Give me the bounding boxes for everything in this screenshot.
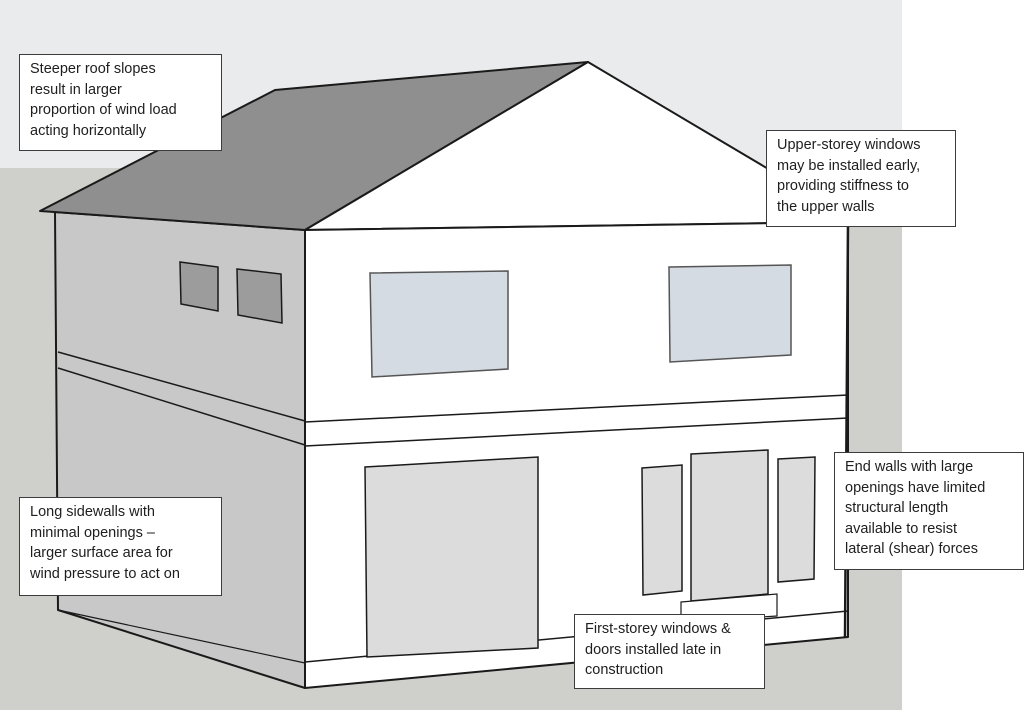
callout-line: lateral (shear) forces [845,541,978,557]
front-door [690,449,769,602]
side-wall-band-lower [57,367,306,446]
callout-end-walls: End walls with large openings have limit… [834,452,1024,570]
callout-line: First-storey windows & [585,621,731,637]
callout-line: result in larger [30,81,122,98]
callout-line: Upper-storey windows [777,137,921,153]
callout-first-storey: First-storey windows & doors installed l… [574,614,765,689]
front-band-lower [304,417,849,447]
callout-upper-windows: Upper-storey windows may be installed ea… [766,130,956,227]
callout-line: minimal openings – [30,524,155,541]
callout-line: the upper walls [777,198,875,215]
callout-line: available to resist [845,520,958,537]
upper-window-right [668,264,792,363]
callout-line: construction [585,662,664,678]
callout-line: proportion of wind load [30,102,177,118]
upper-window-left [369,270,509,378]
callout-sidewalls: Long sidewalls with minimal openings – l… [19,497,222,596]
sidelight-right [777,456,816,583]
callout-line: Long sidewalls with [30,504,155,520]
callout-line: structural length [845,500,949,516]
side-wall-band-upper [57,351,306,422]
callout-line: openings have limited [845,479,986,496]
callout-line: larger surface area for [30,545,173,561]
callout-line: End walls with large [845,459,974,475]
sidelight-left [641,464,683,596]
front-band-upper [304,394,849,423]
right-margin [902,0,1024,710]
garage-door [364,456,539,658]
callout-line: doors installed late in [585,641,722,658]
callout-line: may be installed early, [777,157,921,174]
side-window-right [236,268,283,324]
side-wall-base [57,609,306,664]
callout-line: acting horizontally [30,122,147,139]
callout-line: providing stiffness to [777,178,909,194]
callout-line: Steeper roof slopes [30,61,156,77]
side-window-left [179,261,219,312]
callout-line: wind pressure to act on [30,565,180,582]
callout-roof-slope: Steeper roof slopes result in larger pro… [19,54,222,151]
